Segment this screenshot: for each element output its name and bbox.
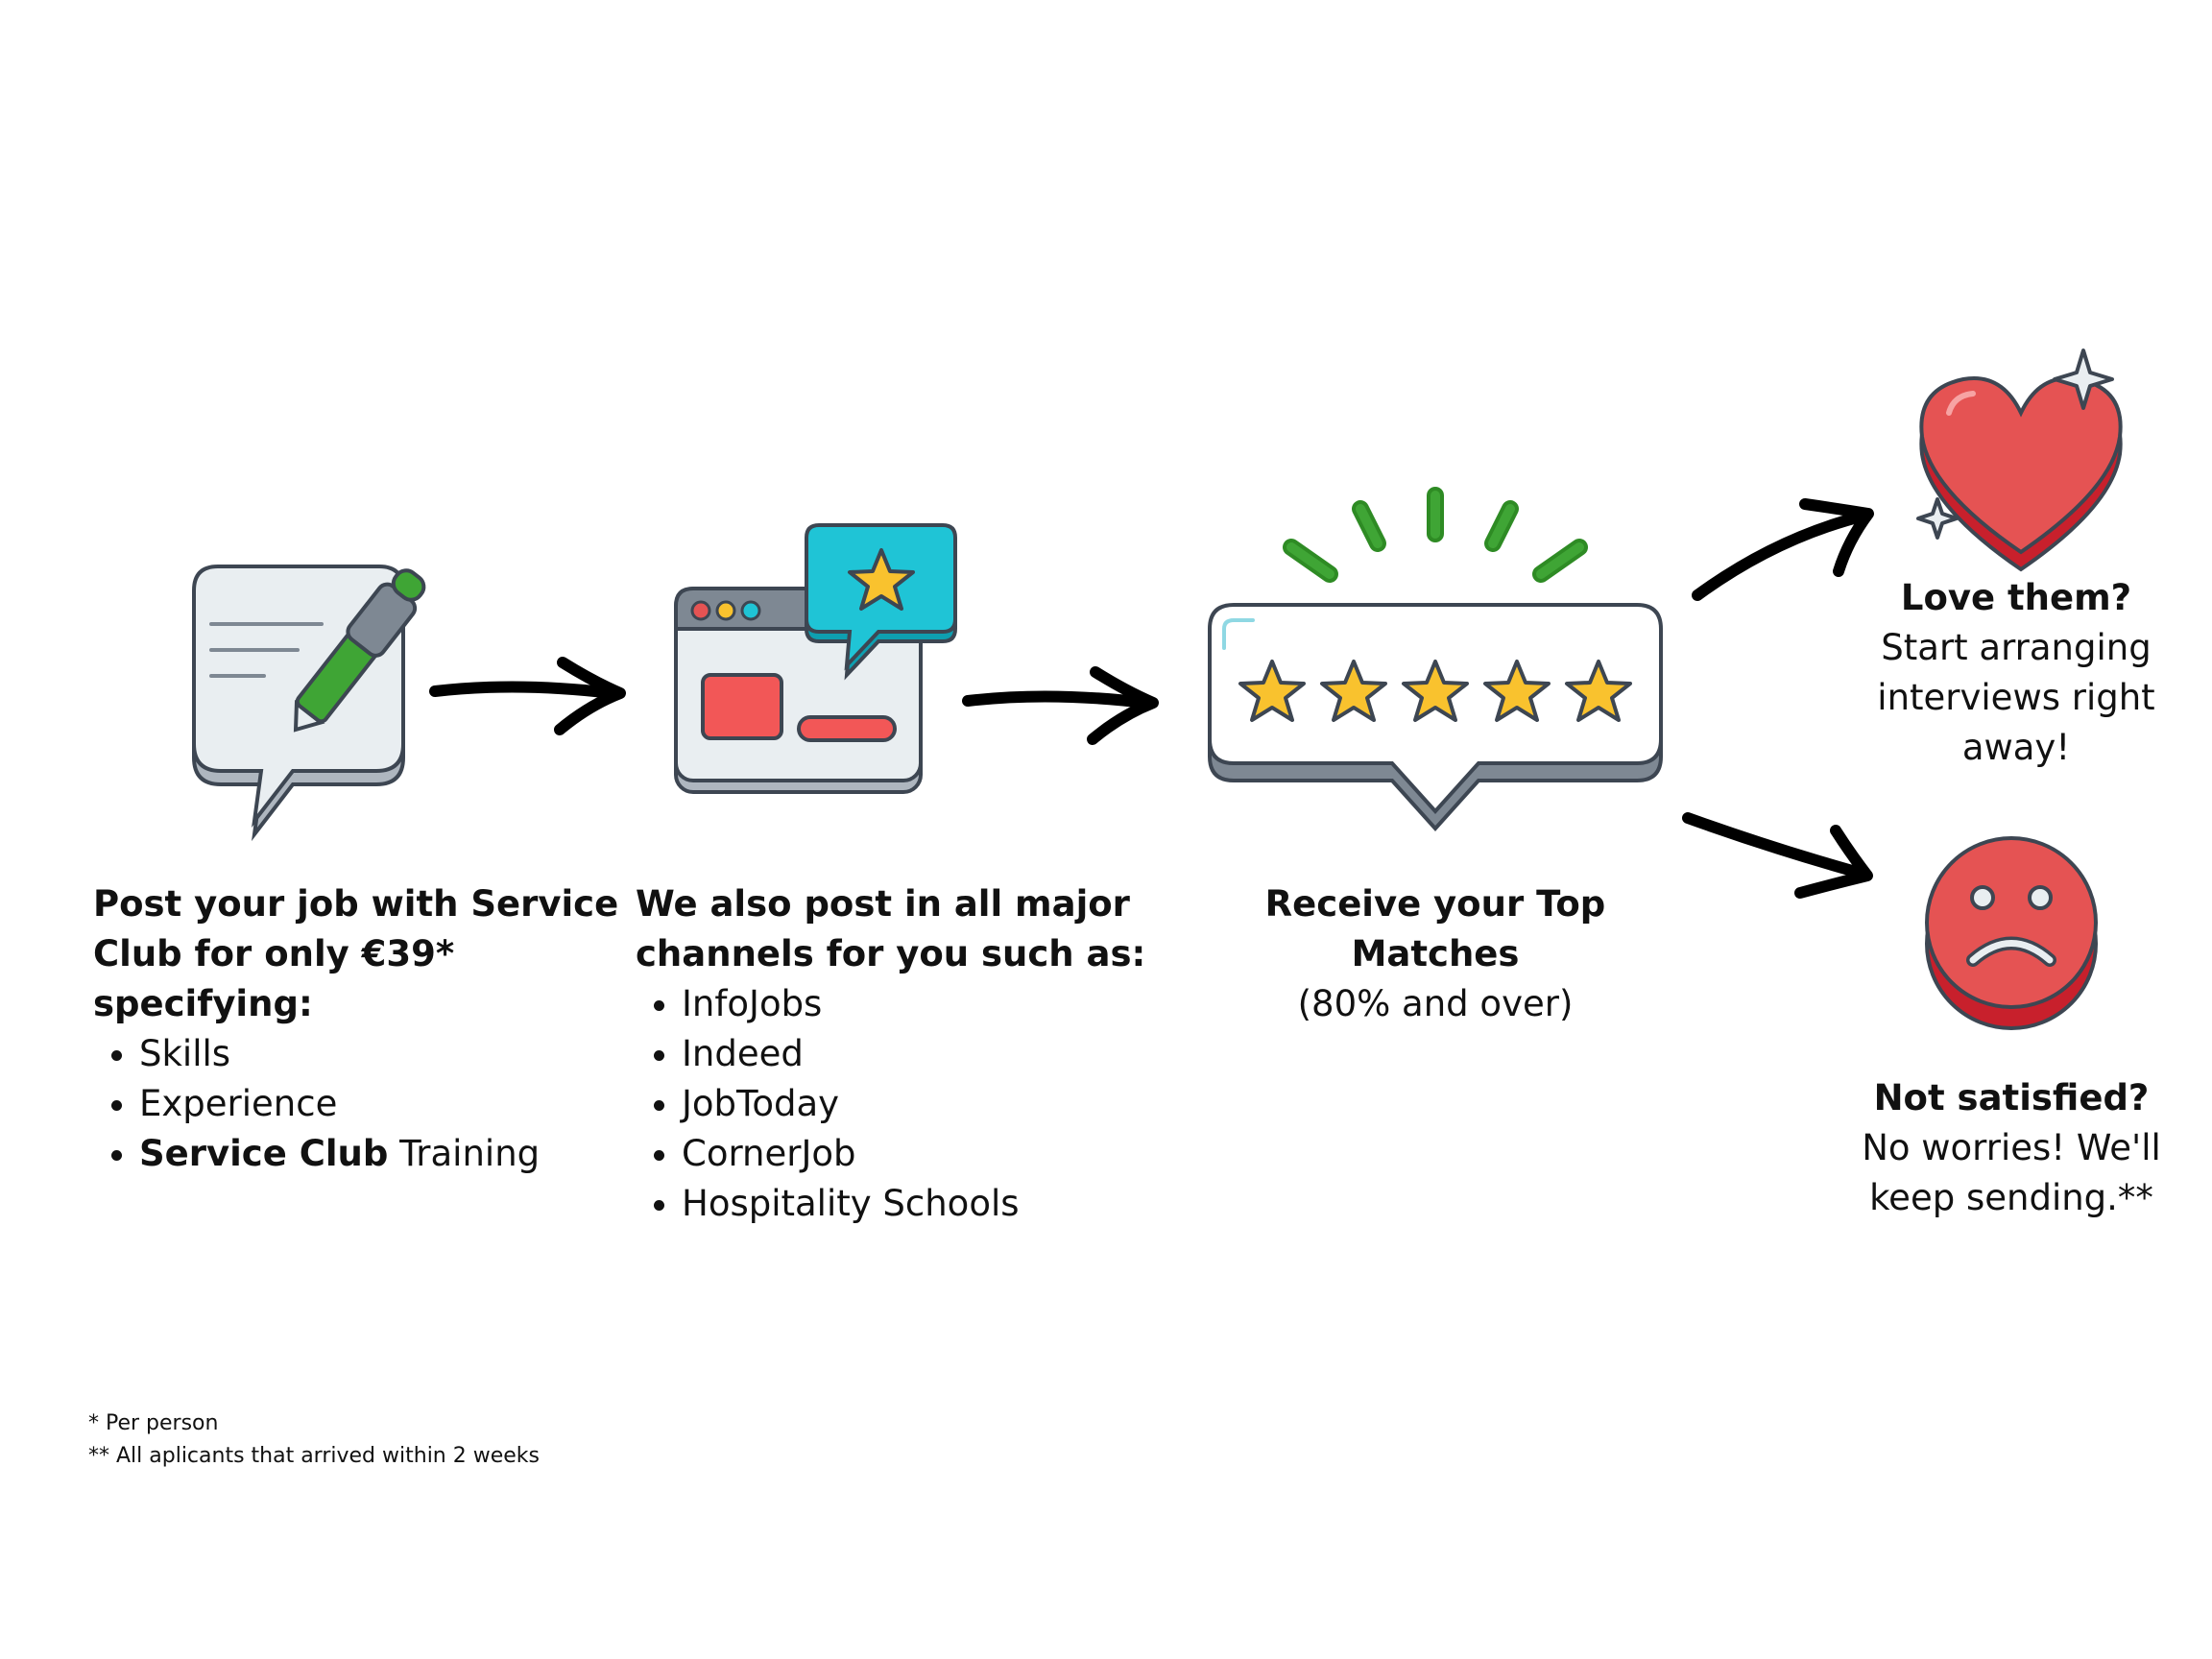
step-post-job: Post your job with Service Club for only…: [93, 879, 631, 1179]
list-item: Indeed: [682, 1029, 1164, 1079]
footnote: * Per person: [88, 1411, 219, 1435]
step-top-matches: Receive your Top Matches (80% and over): [1176, 879, 1695, 1029]
footnotes: * Per person ** All aplicants that arriv…: [88, 1407, 540, 1473]
outcome-positive: Love them? Start arranging interviews ri…: [1843, 573, 2189, 773]
arrow-down-right-icon: [1682, 812, 1873, 899]
outcome-negative: Not satisfied? No worries! We'll keep se…: [1834, 1073, 2189, 1223]
list-item: CornerJob: [682, 1129, 1164, 1179]
arrow-up-right-icon: [1692, 498, 1874, 601]
footnote: ** All aplicants that arrived within 2 w…: [88, 1444, 540, 1468]
list-item: Hospitality Schools: [682, 1179, 1164, 1229]
note-with-pen-icon: [192, 565, 426, 842]
arrow-right-icon: [962, 666, 1159, 745]
outcome-line: Start arranging: [1881, 627, 2152, 668]
browser-window-star-icon: [674, 523, 957, 794]
list-item: Service Club Training: [139, 1129, 631, 1179]
step-heading: Post your job with Service Club for only…: [93, 883, 619, 1024]
outcome-heading: Love them?: [1900, 577, 2132, 618]
step-heading: Receive your Top Matches: [1264, 883, 1606, 974]
requirements-list: Skills Experience Service Club Training: [93, 1029, 631, 1179]
outcome-line: interviews right: [1877, 677, 2155, 718]
outcome-line: away!: [1961, 727, 2071, 768]
step-heading: We also post in all major channels for y…: [636, 883, 1146, 974]
list-item: InfoJobs: [682, 979, 1164, 1029]
outcome-line: keep sending.**: [1869, 1177, 2153, 1218]
list-item: Experience: [139, 1079, 631, 1129]
step-subtext: (80% and over): [1297, 983, 1574, 1024]
outcome-line: No worries! We'll: [1862, 1127, 2161, 1168]
arrow-right-icon: [429, 657, 626, 735]
list-item: JobToday: [682, 1079, 1164, 1129]
list-item: Skills: [139, 1029, 631, 1079]
five-star-rating-bubble-icon: [1208, 487, 1663, 831]
outcome-heading: Not satisfied?: [1873, 1077, 2150, 1118]
step-channels: We also post in all major channels for y…: [636, 879, 1164, 1229]
sparkling-heart-icon: [1916, 349, 2123, 572]
channels-list: InfoJobs Indeed JobToday CornerJob Hospi…: [636, 979, 1164, 1229]
sad-face-icon: [1925, 836, 2098, 1030]
